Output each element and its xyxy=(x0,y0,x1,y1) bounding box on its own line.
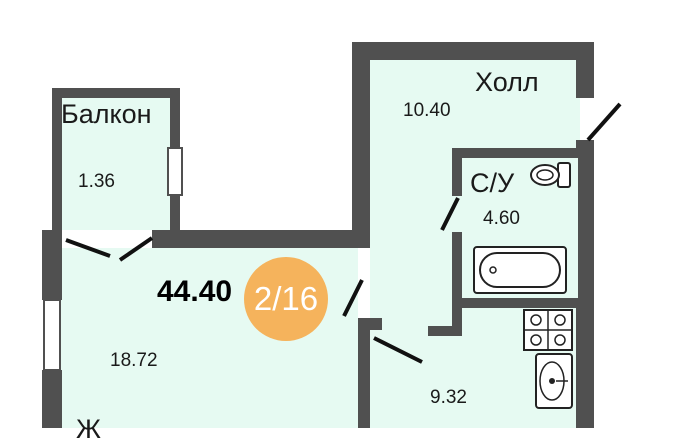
living-wall-left-lower xyxy=(42,370,62,428)
floor-plan xyxy=(42,42,622,428)
hall-wall-right-lower xyxy=(576,140,594,428)
balcony-wall-left xyxy=(52,88,62,238)
bathroom-wall-left xyxy=(452,148,462,196)
bathroom-wall-mid xyxy=(452,298,462,336)
living-window xyxy=(43,299,61,371)
balcony-wall-right xyxy=(170,88,180,148)
windows xyxy=(43,147,183,371)
balcony-wall-right-lower xyxy=(170,195,180,238)
balcony-area: 1.36 xyxy=(78,171,115,192)
balcony-floor xyxy=(60,96,172,230)
bathroom-wall-bottom-left xyxy=(428,326,462,336)
living-door xyxy=(342,279,364,317)
kitchen-door xyxy=(373,336,423,364)
bathroom-door xyxy=(440,197,460,231)
hall-wall-right xyxy=(576,42,594,98)
kitchen-area: 9.32 xyxy=(430,387,467,408)
bathroom-name: С/У xyxy=(470,168,515,198)
balcony-door-2 xyxy=(118,236,154,262)
bathroom-wall-bottom xyxy=(452,298,582,308)
partition-wall-cap xyxy=(358,318,382,330)
hall-area: 10.40 xyxy=(403,100,451,121)
hall-wall-top xyxy=(352,42,594,60)
hall-name: Холл xyxy=(475,67,539,97)
floor-badge: 2/16 xyxy=(244,257,328,341)
bathroom-wall-left-lower xyxy=(452,232,462,308)
hall-wall-left xyxy=(352,42,370,248)
entrance-door xyxy=(586,102,622,142)
balcony-wall-top xyxy=(52,88,180,98)
walls xyxy=(42,42,594,428)
living-room-name: Ж xyxy=(76,414,101,444)
toilet-icon xyxy=(530,162,571,188)
partition-wall-left xyxy=(358,318,370,428)
living-wall-left xyxy=(42,230,62,300)
living-wall-top xyxy=(152,230,370,248)
bathroom-wall-top xyxy=(452,148,582,158)
stove-icon xyxy=(523,309,573,351)
bathroom-area: 4.60 xyxy=(483,208,520,229)
door-lines xyxy=(65,102,622,364)
bathtub-icon xyxy=(473,246,567,294)
balcony-door xyxy=(65,238,111,258)
sink-icon xyxy=(535,353,573,409)
balcony-name: Балкон xyxy=(61,99,152,129)
balcony-window xyxy=(167,147,183,196)
total-area: 44.40 xyxy=(157,275,233,308)
bathroom-block xyxy=(428,148,582,336)
living-room-area: 18.72 xyxy=(110,350,158,371)
